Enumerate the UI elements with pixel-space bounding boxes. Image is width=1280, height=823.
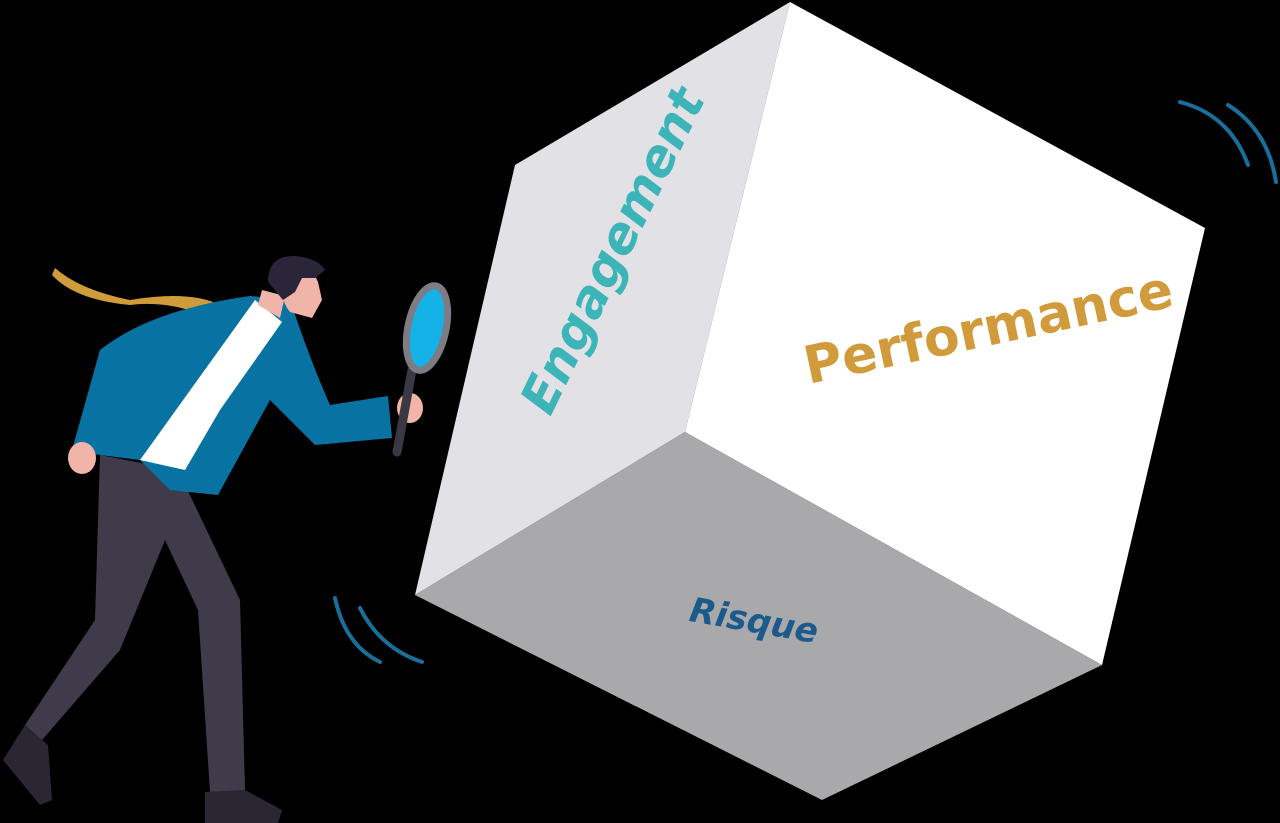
shoe-right — [205, 790, 282, 823]
pants — [25, 455, 245, 792]
businessman — [3, 255, 452, 823]
cube-bottom-face — [415, 432, 1102, 800]
shirt — [140, 300, 282, 470]
magnifying-glass-icon — [392, 282, 452, 457]
neck — [258, 290, 285, 318]
hair — [268, 255, 325, 300]
shoe-left — [3, 725, 52, 805]
cube: Engagement Performance Risque — [415, 2, 1205, 800]
motion-lines-top-right — [1178, 100, 1278, 184]
cube-left-face — [415, 2, 790, 595]
cube-right-face — [685, 2, 1205, 665]
motion-lines-bottom-left — [333, 596, 424, 664]
hand-left — [68, 442, 96, 474]
